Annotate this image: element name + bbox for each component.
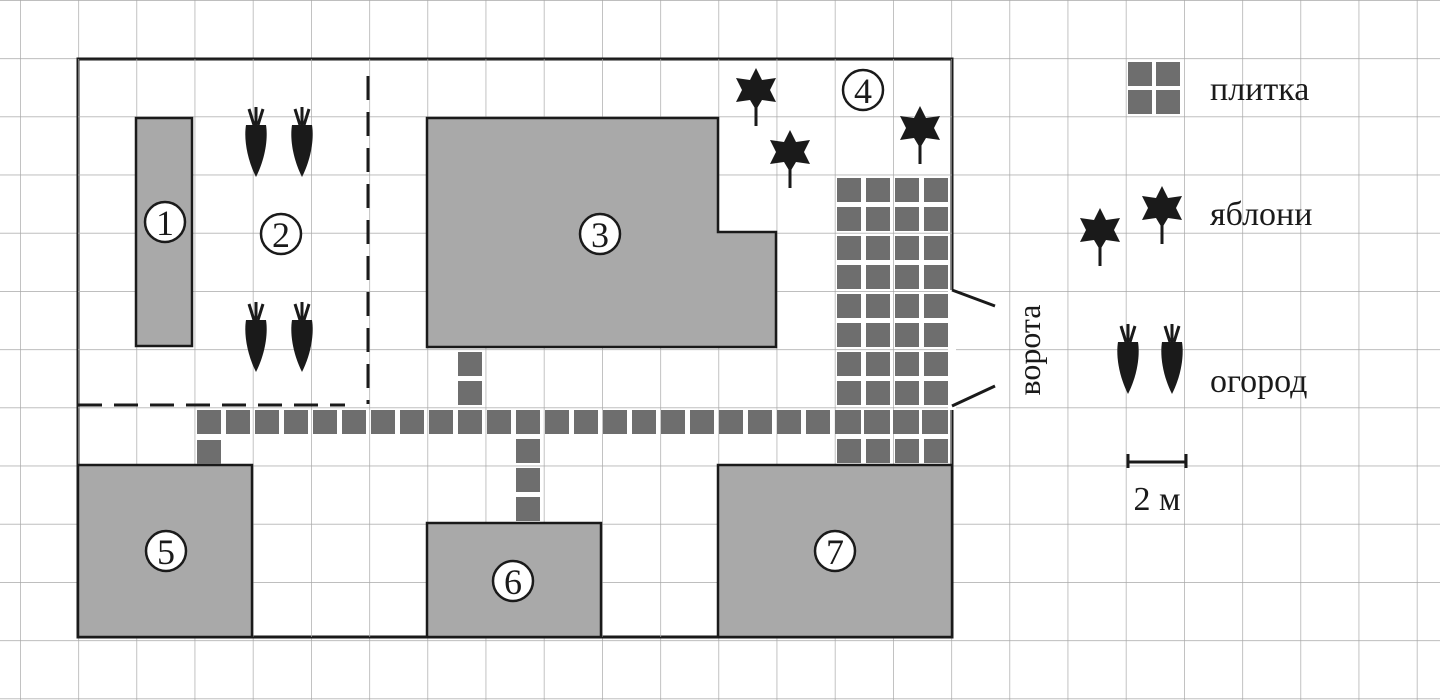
tile: [661, 410, 685, 434]
zone-6-badge: 6: [491, 559, 535, 603]
tile: [866, 381, 890, 405]
tile: [837, 352, 861, 376]
tile: [777, 410, 801, 434]
zone-3-badge: 3: [578, 212, 622, 256]
tile: [516, 497, 540, 521]
tile: [837, 207, 861, 231]
scale-label: 2 м: [1133, 481, 1180, 518]
tile: [924, 236, 948, 260]
gate-leaf-bottom: [951, 384, 996, 408]
scale-bar: [1126, 454, 1188, 468]
tile: [226, 410, 250, 434]
tile: [866, 294, 890, 318]
tile: [255, 410, 279, 434]
tile: [866, 352, 890, 376]
gate-label: ворота: [1011, 304, 1047, 395]
zone-7-number: 7: [826, 532, 844, 572]
tile: [924, 178, 948, 202]
tile: [458, 352, 482, 376]
tile: [837, 381, 861, 405]
tile: [895, 352, 919, 376]
zone-2-number: 2: [272, 215, 290, 255]
tile: [866, 265, 890, 289]
tile: [924, 410, 948, 434]
tile: [516, 410, 540, 434]
tile: [837, 236, 861, 260]
gate-opening: [948, 290, 956, 410]
tile: [895, 381, 919, 405]
tile: [895, 265, 919, 289]
zone-5-number: 5: [157, 532, 175, 572]
tile: [371, 410, 395, 434]
zone-6-number: 6: [504, 562, 522, 602]
tile: [924, 265, 948, 289]
legend-tile-swatch: [1128, 62, 1180, 114]
tile-paths: [197, 178, 948, 521]
legend-tile-label: плитка: [1210, 71, 1309, 108]
tile: [895, 236, 919, 260]
tile: [806, 410, 830, 434]
tile: [837, 178, 861, 202]
legend: плитка яблони огород: [1080, 62, 1312, 400]
tile: [866, 323, 890, 347]
tile: [487, 410, 511, 434]
tile: [342, 410, 366, 434]
tile: [284, 410, 308, 434]
tile: [895, 178, 919, 202]
zone-4-badge: 4: [841, 68, 885, 112]
tile: [574, 410, 598, 434]
tile: [837, 294, 861, 318]
tile: [719, 410, 743, 434]
tile: [924, 294, 948, 318]
tile: [924, 207, 948, 231]
tile: [895, 410, 919, 434]
tile: [866, 439, 890, 463]
tile: [895, 439, 919, 463]
tile: [516, 439, 540, 463]
tile: [866, 236, 890, 260]
tile: [837, 323, 861, 347]
tile: [603, 410, 627, 434]
tile: [866, 207, 890, 231]
zone-5-badge: 5: [144, 529, 188, 573]
tile: [895, 323, 919, 347]
tile: [458, 410, 482, 434]
tile: [866, 410, 890, 434]
tile: [924, 352, 948, 376]
tile: [313, 410, 337, 434]
legend-apple-trees-label: яблони: [1210, 196, 1312, 233]
tile: [458, 381, 482, 405]
tile: [400, 410, 424, 434]
tile: [866, 178, 890, 202]
tile: [924, 439, 948, 463]
zone-7-badge: 7: [813, 529, 857, 573]
tile: [516, 468, 540, 492]
tile: [895, 207, 919, 231]
tile: [895, 294, 919, 318]
tile: [429, 410, 453, 434]
tile: [924, 381, 948, 405]
zone-3-number: 3: [591, 215, 609, 255]
tile: [690, 410, 714, 434]
tile: [632, 410, 656, 434]
tile: [197, 440, 221, 464]
gate-leaf-top: [951, 288, 996, 308]
tile: [748, 410, 772, 434]
tile: [545, 410, 569, 434]
zone-1-number: 1: [156, 203, 174, 243]
zone-1-badge: 1: [143, 200, 187, 244]
zone-2-badge: 2: [259, 212, 303, 256]
tile: [837, 410, 861, 434]
tile: [837, 439, 861, 463]
tile: [924, 323, 948, 347]
tile: [837, 265, 861, 289]
legend-vegetable-garden-label: огород: [1210, 363, 1307, 400]
zone-4-number: 4: [854, 71, 872, 111]
tile: [197, 410, 221, 434]
